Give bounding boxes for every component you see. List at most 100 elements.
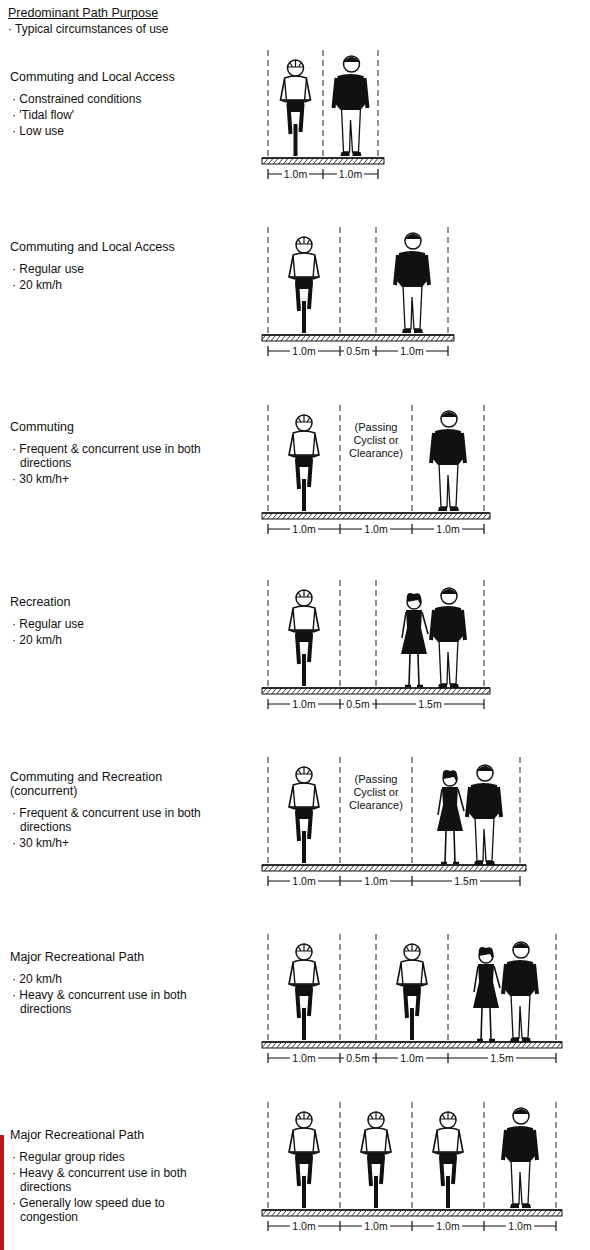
cyclist-figure [289, 237, 319, 333]
path-purpose: Recreation [10, 595, 225, 609]
path-purpose: Commuting [10, 420, 225, 434]
lane-boundary [340, 1102, 341, 1210]
path-purpose: Commuting and Recreation (concurrent) [10, 770, 225, 798]
path-surface [262, 1042, 562, 1048]
dimension-tick [375, 1053, 376, 1063]
path-purpose: Commuting and Local Access [10, 240, 225, 254]
figure-stroke [407, 593, 422, 606]
use-circumstance: · Regular use [12, 262, 210, 276]
pedestrian-man [431, 588, 465, 688]
path-purpose: Commuting and Local Access [10, 70, 225, 84]
figure-stroke [296, 415, 312, 422]
figure-stroke [477, 766, 493, 771]
dimension-tick [519, 876, 520, 886]
path-purpose: Major Recreational Path [10, 950, 225, 964]
figure-stroke [401, 610, 427, 654]
figure-stroke [481, 1008, 491, 1040]
figure-stroke [289, 1131, 319, 1154]
figure-stroke [469, 783, 499, 819]
figure-stroke [302, 1008, 306, 1040]
pedestrian-man [503, 1108, 537, 1208]
dimension-label: 1.5m [416, 698, 443, 710]
use-circumstance: · 20 km/h [12, 633, 210, 647]
figure-stroke [336, 74, 366, 110]
dimension-label: 1.0m [290, 345, 317, 357]
use-circumstance: · Heavy & concurrent use in both directi… [12, 1166, 210, 1194]
figure-stroke [438, 507, 459, 511]
cyclist-figure [433, 1112, 463, 1208]
figure-stroke [341, 152, 362, 156]
use-circumstance: · 30 km/h+ [12, 836, 210, 850]
figure-stroke [434, 1151, 462, 1153]
dimension-tick [322, 169, 323, 179]
figure-stroke [513, 1108, 529, 1124]
dimension-label: 1.0m [434, 523, 461, 535]
use-circumstance: · Constrained conditions [12, 92, 210, 106]
dimension-tick [339, 524, 340, 534]
figure-stroke [503, 964, 537, 994]
lane-boundary [448, 227, 449, 335]
dimension-label: 1.0m [290, 1220, 317, 1232]
figure-stroke [401, 960, 423, 985]
figure-stroke [302, 479, 306, 511]
figure-stroke [445, 831, 455, 863]
figure-stroke [290, 276, 318, 278]
dimension-tick [267, 1221, 268, 1231]
use-circumstance: · Heavy & concurrent use in both directi… [12, 988, 210, 1016]
use-circumstance: · Regular use [12, 617, 210, 631]
figure-stroke [446, 1176, 450, 1208]
figure-stroke [302, 301, 306, 333]
dimension-tick [267, 1053, 268, 1063]
figure-stroke [285, 76, 307, 101]
figure-stroke [295, 984, 313, 996]
figure-stroke [439, 640, 458, 684]
figure-stroke [513, 942, 529, 958]
figure-stroke [439, 1152, 457, 1164]
figure-stroke [511, 994, 530, 1038]
pedestrian-woman [473, 947, 500, 1040]
figure-stroke [398, 983, 426, 985]
dimension-tick [339, 699, 340, 709]
path-surface [262, 513, 490, 519]
dimension-label: 1.0m [434, 1220, 461, 1232]
use-circumstance: · 30 km/h+ [12, 472, 210, 486]
lane-boundary [268, 580, 269, 688]
path-surface [262, 158, 384, 164]
figure-stroke [477, 1039, 495, 1042]
use-circumstance: · Low use [12, 124, 210, 138]
path-surface [262, 335, 454, 341]
figure-stroke [290, 454, 318, 456]
figure-stroke [344, 57, 360, 62]
figure-stroke [290, 806, 318, 808]
lane-boundary [340, 934, 341, 1042]
figure-stroke [295, 807, 313, 819]
figure-stroke [405, 233, 421, 249]
dimension-tick [267, 699, 268, 709]
pedestrian-woman [401, 593, 428, 686]
lane-boundary [340, 757, 341, 865]
figure-stroke [362, 1151, 390, 1153]
figure-stroke [289, 963, 319, 986]
figure-stroke [437, 1128, 459, 1153]
cyclist-figure [289, 767, 319, 863]
dimension-label: 1.0m [290, 698, 317, 710]
figure-stroke [368, 1112, 384, 1128]
figure-stroke [334, 78, 368, 108]
figure-stroke [510, 1038, 531, 1042]
figure-stroke [441, 862, 459, 865]
figure-stroke [505, 960, 535, 996]
figure-stroke [440, 1112, 456, 1119]
figure-stroke [431, 610, 465, 640]
lane-boundary [268, 1102, 269, 1210]
use-circumstance: · Generally low speed due to congestion [12, 1196, 210, 1224]
lane-boundary [412, 405, 413, 513]
lane-boundary [376, 934, 377, 1042]
figure-stroke [403, 285, 422, 329]
figure-stroke [342, 108, 361, 152]
figure-stroke [361, 1131, 391, 1154]
figure-stroke [441, 588, 457, 604]
dimension-tick [483, 699, 484, 709]
figure-stroke [296, 590, 312, 597]
figure-stroke [296, 237, 312, 253]
dimension-tick [483, 1221, 484, 1231]
